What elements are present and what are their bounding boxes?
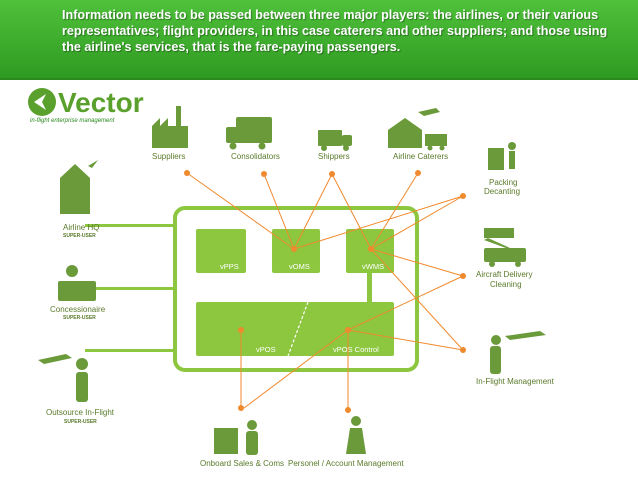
vector-logo: Vector in-flight enterprise management [28, 87, 144, 124]
crew-plane-icon [490, 331, 546, 374]
module-vwms-label: vWMS [362, 262, 384, 271]
top-node-airline-caterers: Airline Caterers [393, 152, 448, 161]
catering-truck-icon [484, 228, 526, 267]
logo-tagline: in-flight enterprise management [30, 118, 115, 124]
top-node-consolidators: Consolidators [231, 152, 280, 161]
trolley-attendant-icon [214, 420, 258, 455]
top-node-shippers: Shippers [318, 152, 350, 161]
module-vpos [196, 302, 394, 356]
module-vpps-label: vPPS [220, 262, 239, 271]
module-vpos-label: vPOS [256, 345, 276, 354]
bottom-node-personel: Personel / Account Management [288, 459, 404, 468]
right-node-packing: Packing [489, 178, 517, 187]
right-node-aircraft-delivery: Aircraft Delivery [476, 270, 532, 279]
platform-box: vPPS vOMS vWMS vPOS vPOS Control [173, 206, 419, 372]
left-connectors [85, 224, 177, 352]
connection-lines [186, 172, 464, 410]
truck-icon [226, 117, 272, 150]
module-voms-label: vOMS [289, 262, 310, 271]
caption-banner: Information needs to be passed between t… [0, 0, 638, 80]
van-icon [318, 130, 352, 151]
caption-text: Information needs to be passed between t… [62, 8, 608, 54]
factory-icon [152, 106, 188, 148]
module-vpps [196, 229, 246, 273]
right-node-inflight-management: In-Flight Management [476, 377, 555, 386]
hangar-icon [388, 108, 447, 151]
packing-icon [488, 142, 516, 170]
left-node-outsource: Outsource In-Flight [46, 408, 115, 417]
plane-pilot-icon [38, 354, 88, 402]
left-node-airline-hq: Airline HQ [63, 223, 99, 232]
stewardess-icon [346, 416, 366, 454]
left-node-concessionaire-sub: SUPER-USER [63, 315, 96, 321]
building-icon [60, 160, 98, 214]
left-node-concessionaire: Concessionaire [50, 305, 106, 314]
left-node-outsource-sub: SUPER-USER [64, 419, 97, 425]
logo-wordmark: Vector [58, 87, 144, 118]
left-node-airline-hq-sub: SUPER-USER [63, 233, 96, 239]
cashier-icon [58, 265, 96, 301]
module-vpos-control-label: vPOS Control [333, 345, 379, 354]
connection-dots [184, 170, 466, 413]
right-node-cleaning: Cleaning [490, 280, 522, 289]
right-node-decanting: Decanting [484, 187, 520, 196]
bottom-node-onboard-sales: Onboard Sales & Coms [200, 459, 284, 468]
top-node-suppliers: Suppliers [152, 152, 185, 161]
